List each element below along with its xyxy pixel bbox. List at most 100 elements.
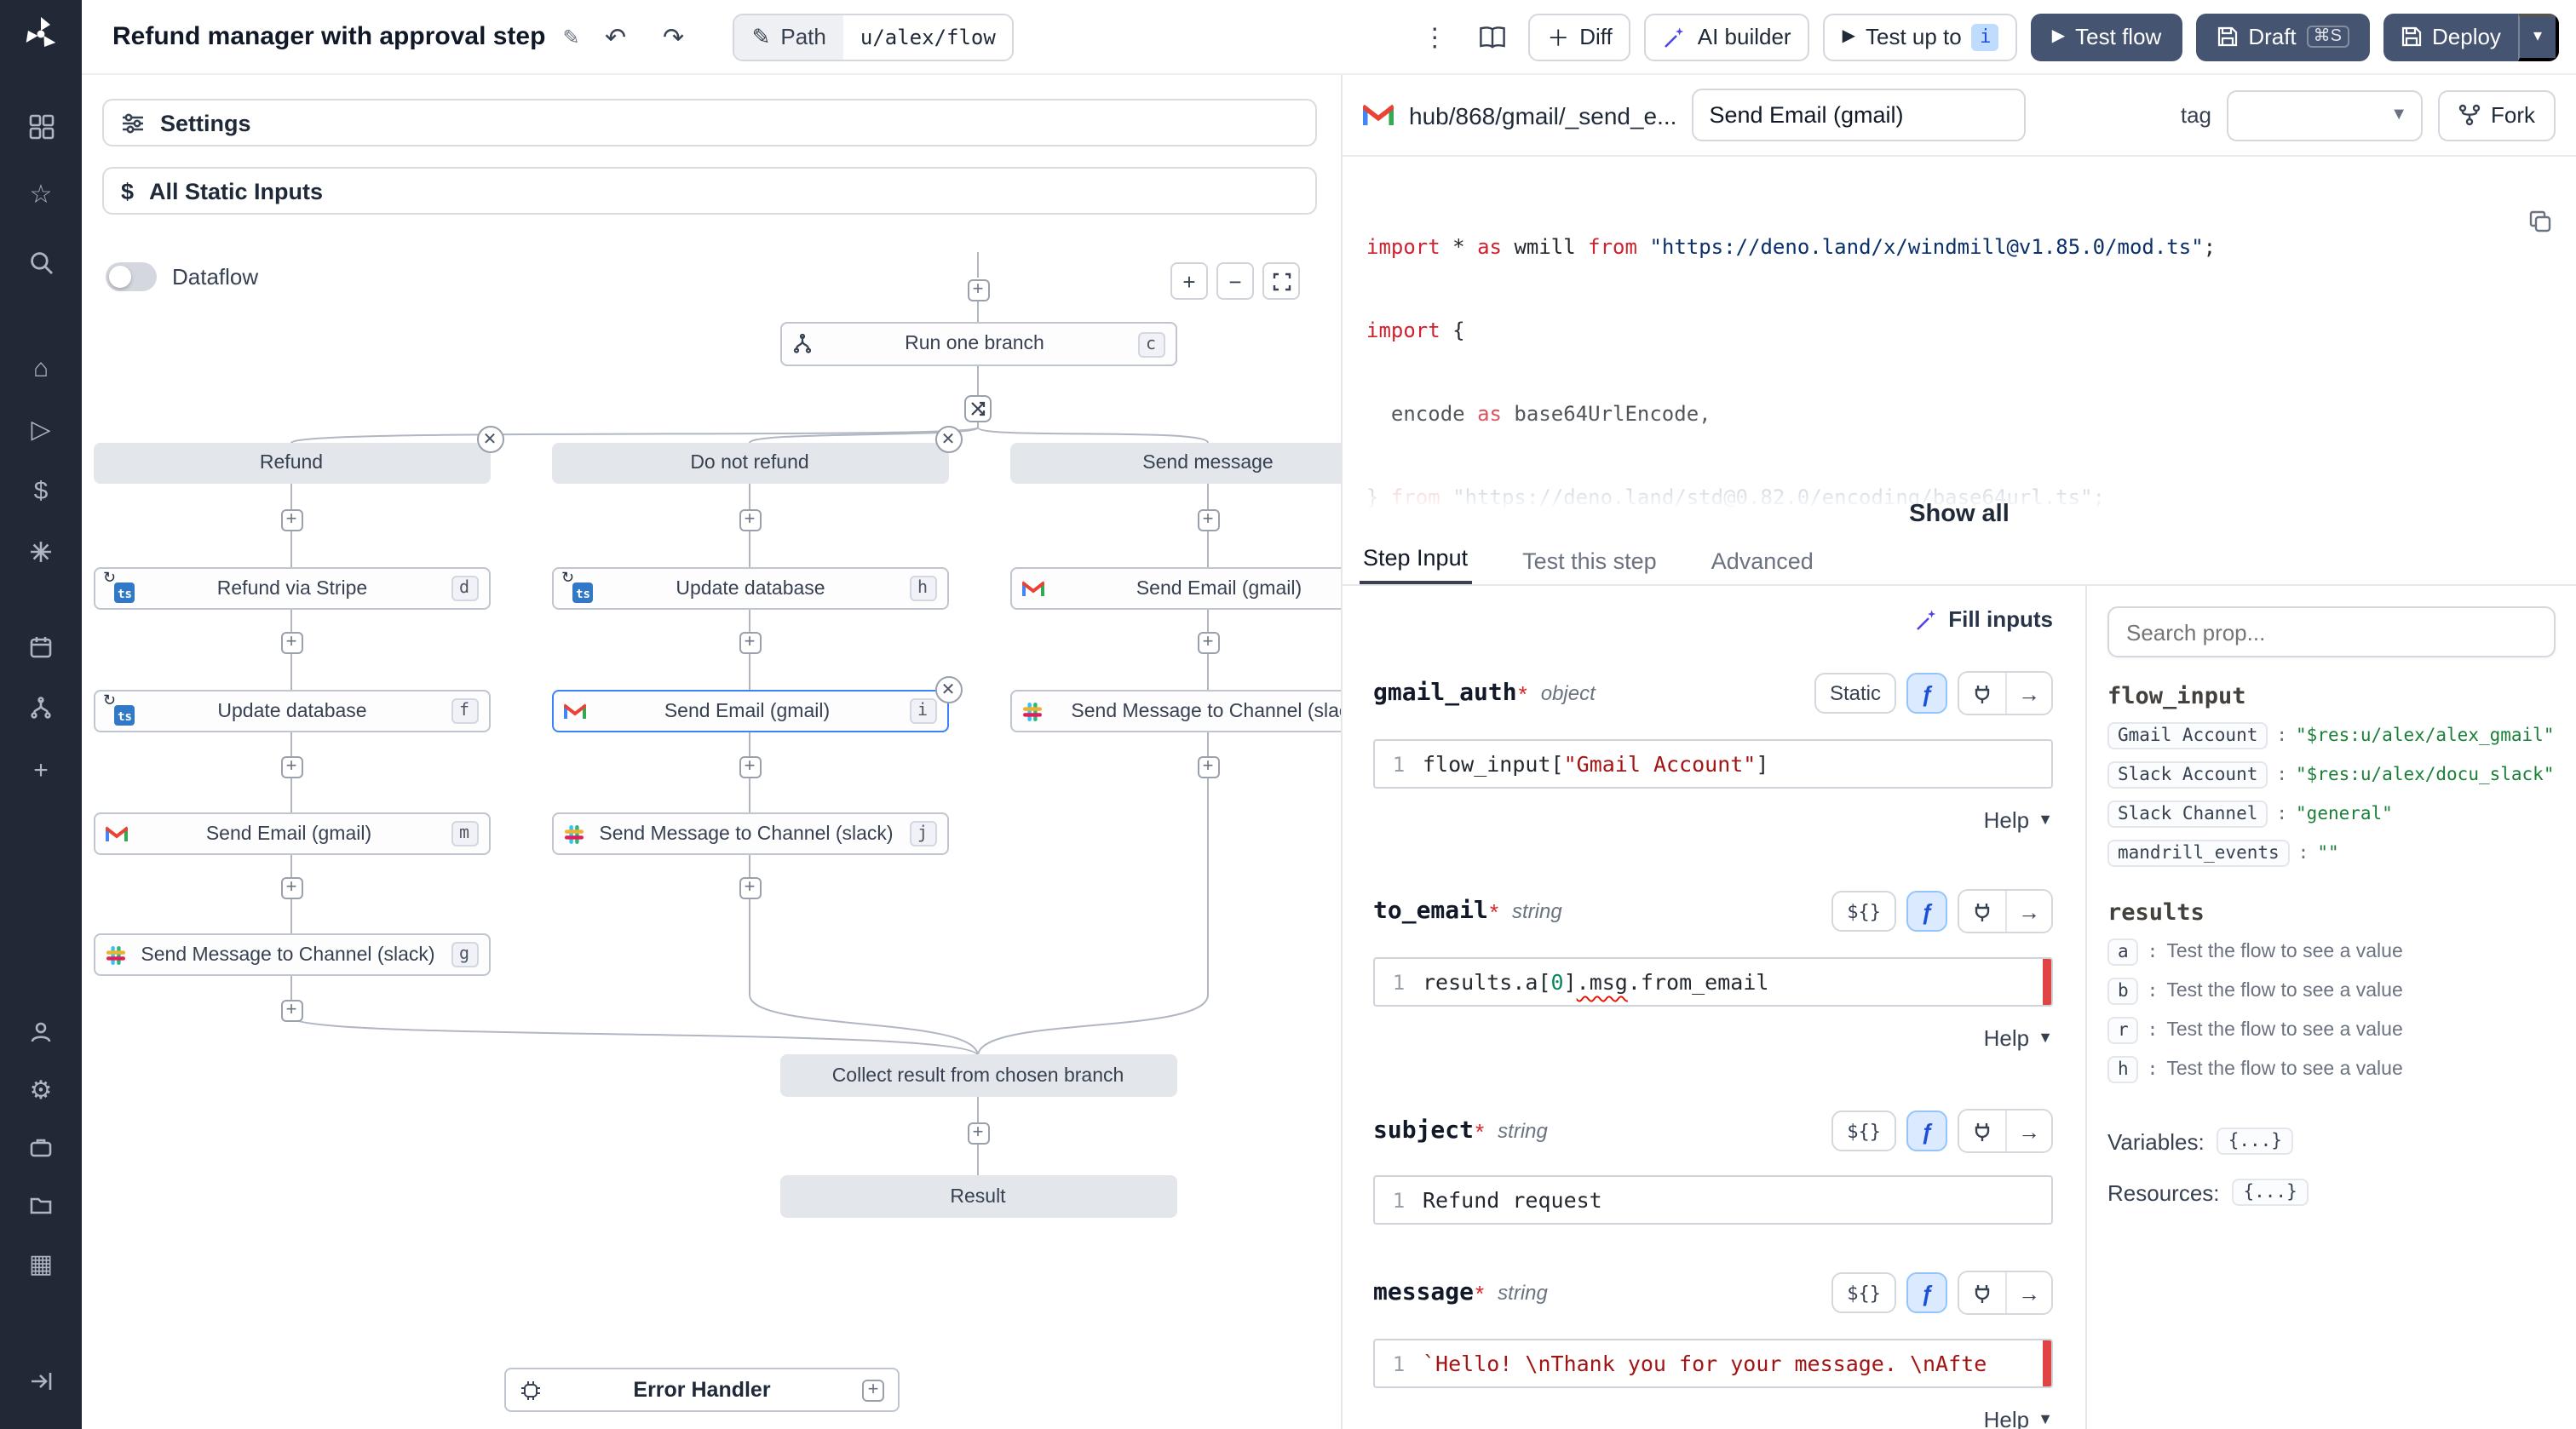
ai-builder-button[interactable]: AI builder <box>1644 13 1810 60</box>
insert-step-plus[interactable]: + <box>739 755 761 778</box>
prop-row[interactable]: h : Test the flow to see a value <box>2107 1056 2556 1083</box>
help-link[interactable]: Help <box>1983 1406 2030 1429</box>
flow-node-update-database[interactable]: ↻ts Update database f <box>93 690 490 732</box>
to-email-editor[interactable]: 1 results.a[0].msg.from_email <box>1373 957 2053 1007</box>
branch-header-do-not-refund[interactable]: Do not refund <box>551 443 948 484</box>
branch-header-send-message[interactable]: Send message <box>1009 443 1341 484</box>
template-mode-button[interactable]: ${} <box>1831 1272 1896 1313</box>
insert-step-plus[interactable]: + <box>739 508 761 531</box>
flow-node-send-message-slack-2[interactable]: Send Message to Channel (slack) j <box>551 812 948 855</box>
prop-row[interactable]: mandrill_events : "" <box>2107 840 2556 867</box>
flow-settings-row[interactable]: Settings <box>102 99 1317 146</box>
insert-step-plus[interactable]: + <box>280 508 302 531</box>
tag-select[interactable]: ▼ <box>2227 89 2423 141</box>
static-mode-button[interactable]: Static <box>1814 673 1896 714</box>
result-node[interactable]: Result <box>779 1175 1176 1218</box>
variables-pill[interactable]: {...} <box>2216 1128 2294 1155</box>
prop-key[interactable]: Slack Channel <box>2107 801 2268 828</box>
add-icon[interactable]: + <box>33 755 49 784</box>
function-square-icon[interactable]: ƒ <box>1906 673 1947 714</box>
show-all-button[interactable]: Show all <box>1909 501 2010 528</box>
all-static-inputs-row[interactable]: $ All Static Inputs <box>102 167 1317 215</box>
add-error-handler-plus[interactable]: + <box>862 1379 884 1401</box>
apps-icon[interactable] <box>17 102 65 150</box>
arrow-right-icon[interactable]: → <box>2005 1110 2051 1151</box>
test-up-to-button[interactable]: ▶ Test up to i <box>1823 13 2018 60</box>
zoom-out-button[interactable]: − <box>1216 262 1254 300</box>
insert-step-plus[interactable]: + <box>280 999 302 1021</box>
message-editor[interactable]: 1 `Hello! \nThank you for your message. … <box>1373 1339 2053 1388</box>
copy-code-icon[interactable] <box>2478 184 2552 264</box>
fill-inputs-button[interactable]: Fill inputs <box>1914 606 2053 632</box>
plug-icon[interactable] <box>1959 1272 2005 1313</box>
insert-step-plus[interactable]: + <box>967 1122 989 1144</box>
schedules-calendar-icon[interactable] <box>17 623 65 671</box>
fork-button[interactable]: Fork <box>2438 89 2556 141</box>
path-group[interactable]: ✎Path u/alex/flow <box>733 13 1015 60</box>
flow-node-send-email-gmail-3[interactable]: Send Email (gmail) <box>1009 567 1341 610</box>
flow-node-run-one-branch[interactable]: Run one branch c <box>779 322 1176 366</box>
help-link[interactable]: Help <box>1983 1024 2030 1050</box>
dataflow-toggle[interactable] <box>106 262 157 291</box>
prop-key[interactable]: r <box>2107 1017 2139 1044</box>
insert-step-plus[interactable]: + <box>967 278 989 301</box>
hub-script-path[interactable]: hub/868/gmail/_send_e... <box>1409 101 1677 129</box>
prop-row[interactable]: Gmail Account : "$res:u/alex/alex_gmail" <box>2107 722 2556 749</box>
fit-view-button[interactable] <box>1262 262 1300 300</box>
search-icon[interactable] <box>17 238 65 286</box>
error-handler-node[interactable]: Error Handler + <box>504 1368 900 1412</box>
subject-editor[interactable]: 1 Refund request <box>1373 1175 2053 1225</box>
arrow-right-icon[interactable]: → <box>2005 673 2051 714</box>
step-summary-input[interactable] <box>1692 89 2027 141</box>
prop-row[interactable]: a : Test the flow to see a value <box>2107 938 2556 966</box>
gmail-auth-editor[interactable]: 1 flow_input["Gmail Account"] <box>1373 739 2053 789</box>
workers-briefcase-icon[interactable] <box>17 1124 65 1172</box>
plug-icon[interactable] <box>1959 891 2005 932</box>
resources-hub-icon[interactable] <box>17 528 65 576</box>
arrow-right-icon[interactable]: → <box>2005 1272 2051 1313</box>
settings-gear-icon[interactable]: ⚙ <box>29 1076 53 1105</box>
template-mode-button[interactable]: ${} <box>1831 891 1896 932</box>
prop-row[interactable]: Slack Account : "$res:u/alex/docu_slack" <box>2107 761 2556 789</box>
swap-branches-icon[interactable] <box>964 395 992 422</box>
triggers-route-icon[interactable] <box>17 685 65 732</box>
redo-button[interactable]: ↷ <box>652 14 696 59</box>
flow-node-update-database-2[interactable]: ↻ts Update database h <box>551 567 948 610</box>
test-flow-button[interactable]: ▶ Test flow <box>2031 13 2182 60</box>
insert-step-plus[interactable]: + <box>1197 631 1219 653</box>
flow-node-send-email-gmail-selected[interactable]: Send Email (gmail) i ✕ <box>551 676 962 732</box>
function-square-icon[interactable]: ƒ <box>1906 891 1947 932</box>
tab-test-this-step[interactable]: Test this step <box>1519 548 1660 584</box>
more-kebab-icon[interactable]: ⋮ <box>1412 14 1457 59</box>
function-square-icon[interactable]: ƒ <box>1906 1272 1947 1313</box>
insert-step-plus[interactable]: + <box>280 755 302 778</box>
variables-dollar-icon[interactable]: $ <box>33 476 49 505</box>
path-value[interactable]: u/alex/flow <box>842 14 1013 59</box>
results-section-title[interactable]: results <box>2107 899 2205 927</box>
insert-step-plus[interactable]: + <box>1197 755 1219 778</box>
prop-key[interactable]: Slack Account <box>2107 761 2268 789</box>
help-link[interactable]: Help <box>1983 806 2030 832</box>
folders-icon[interactable] <box>17 1182 65 1230</box>
diff-button[interactable]: ＋Diff <box>1528 13 1631 60</box>
branch-header-refund[interactable]: Refund <box>93 443 490 484</box>
tab-advanced[interactable]: Advanced <box>1708 548 1817 584</box>
flow-node-send-message-slack-3[interactable]: Send Message to Channel (slack) <box>1009 690 1341 732</box>
flow-node-send-email-gmail[interactable]: Send Email (gmail) m <box>93 812 490 855</box>
flow-node-refund-via-stripe[interactable]: ↻ts Refund via Stripe d <box>93 567 490 610</box>
docs-book-icon[interactable] <box>1470 14 1515 59</box>
insert-step-plus[interactable]: + <box>739 876 761 898</box>
search-prop-input[interactable] <box>2107 606 2556 657</box>
prop-key[interactable]: mandrill_events <box>2107 840 2290 867</box>
prop-key[interactable]: a <box>2107 938 2139 966</box>
prop-row[interactable]: b : Test the flow to see a value <box>2107 978 2556 1005</box>
flow-node-send-message-slack[interactable]: Send Message to Channel (slack) g <box>93 933 490 976</box>
flow-title[interactable]: Refund manager with approval step <box>112 22 546 51</box>
flow-input-section-title[interactable]: flow_input <box>2107 683 2246 710</box>
home-icon[interactable]: ⌂ <box>32 353 49 382</box>
plug-icon[interactable] <box>1959 1110 2005 1151</box>
deploy-options-chevron-icon[interactable]: ▾ <box>2517 13 2559 60</box>
prop-key[interactable]: b <box>2107 978 2139 1005</box>
edit-title-pencil-icon[interactable]: ✎ <box>562 25 580 49</box>
remove-branch-close-icon[interactable]: ✕ <box>476 426 503 453</box>
